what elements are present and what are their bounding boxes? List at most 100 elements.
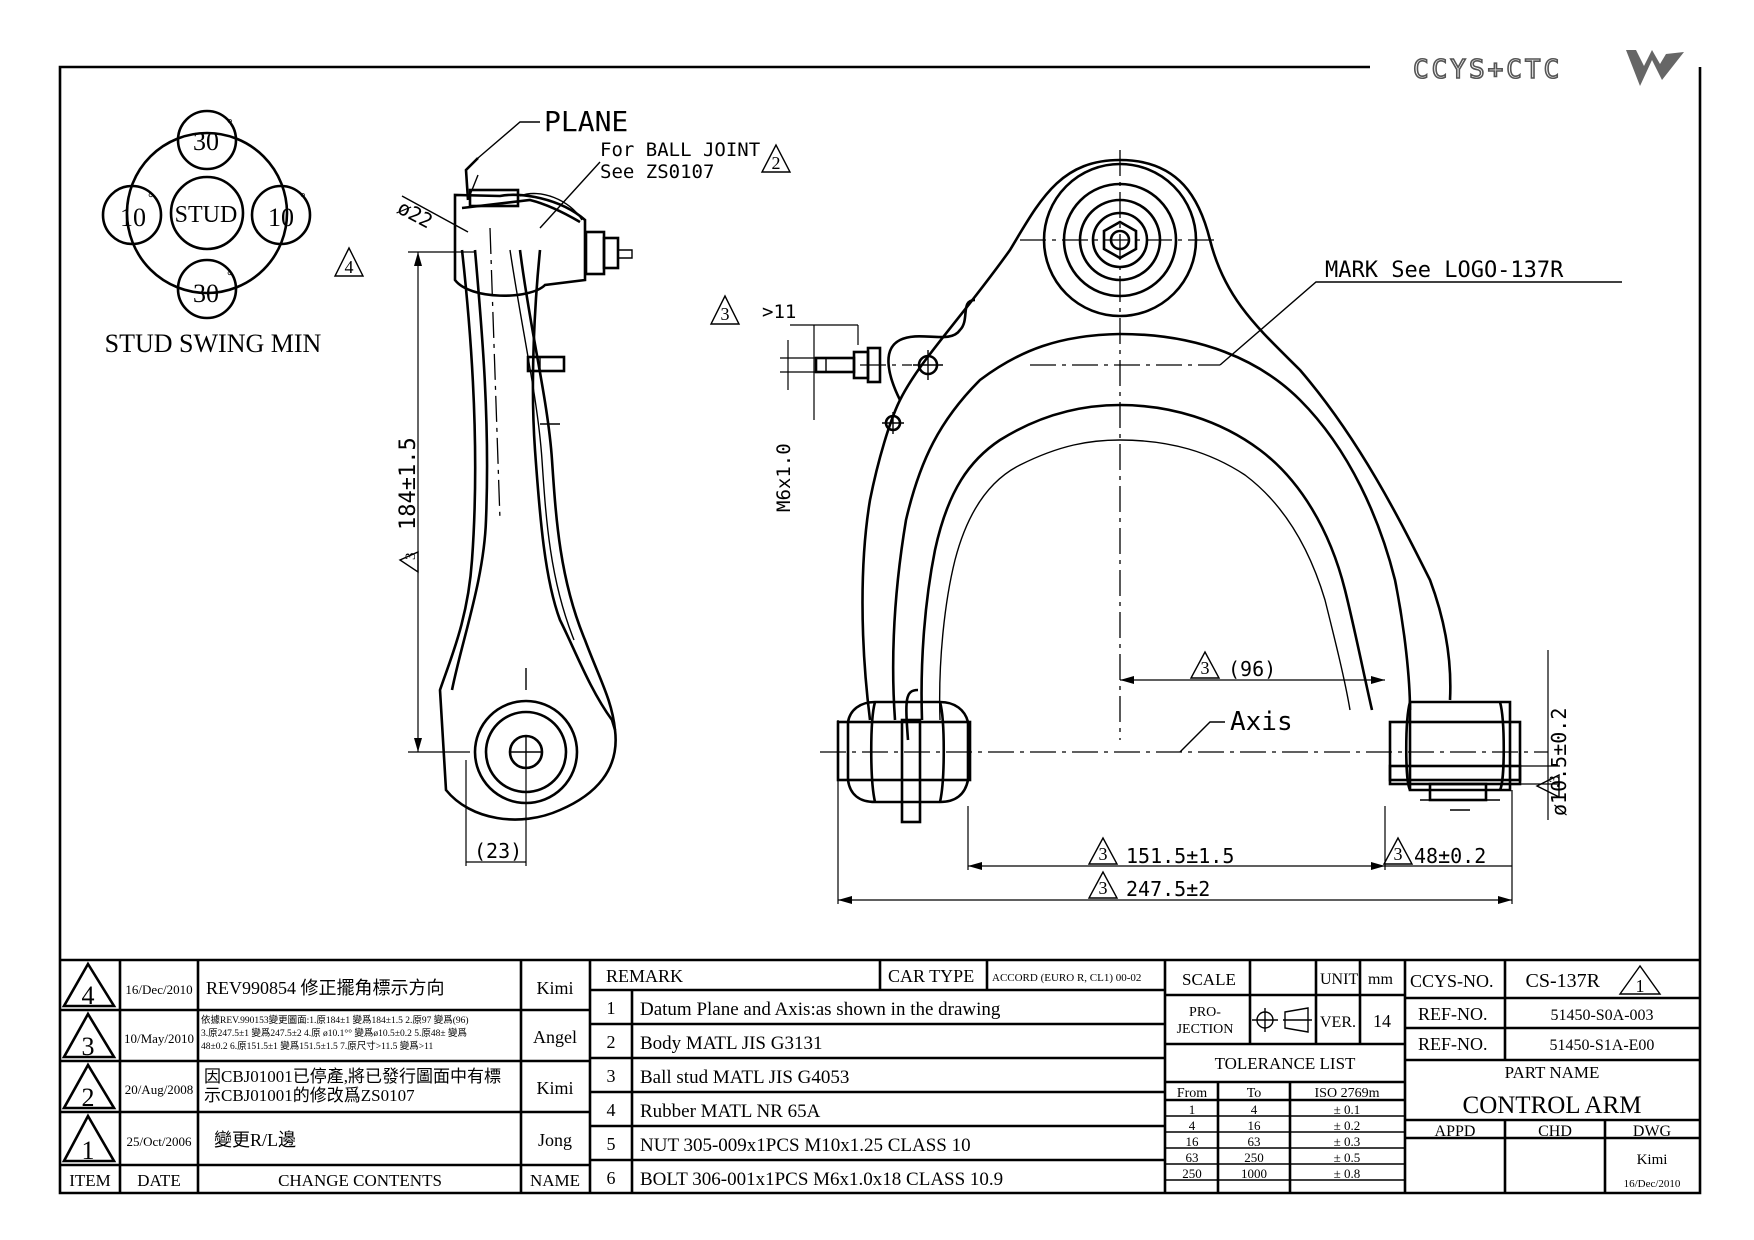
stud-swing-caption: STUD SWING MIN xyxy=(105,329,322,358)
swing-left-degree: ° xyxy=(148,191,154,206)
rev3-name: Angel xyxy=(533,1027,577,1047)
remark-6-num: 6 xyxy=(607,1168,616,1188)
ccys-no-value: CS-137R xyxy=(1526,970,1601,992)
ball-joint-note-line1: For BALL JOINT xyxy=(600,139,760,161)
remark-title: REMARK xyxy=(606,966,683,986)
rev-item-1: 1 xyxy=(82,1136,95,1165)
projection-label-1: PRO- xyxy=(1189,1005,1221,1020)
tol-r4-from: 63 xyxy=(1186,1150,1199,1165)
ref1-value: 51450-S0A-003 xyxy=(1550,1007,1653,1024)
appd-label: APPD xyxy=(1435,1123,1476,1140)
tol-r5-val: ± 0.8 xyxy=(1334,1166,1361,1181)
tol-r1-from: 1 xyxy=(1189,1102,1196,1117)
dim151-label: 151.5±1.5 xyxy=(1126,844,1234,868)
remark-5-num: 5 xyxy=(607,1134,616,1154)
rev-item-4: 4 xyxy=(82,981,95,1010)
ver-value: 14 xyxy=(1373,1011,1391,1031)
tol-r2-from: 4 xyxy=(1189,1118,1196,1133)
swing-top-value: 30 xyxy=(193,127,219,156)
part-name-value: CONTROL ARM xyxy=(1463,1092,1642,1119)
ball-joint-note-line2: See ZS0107 xyxy=(600,161,714,183)
unit-value: mm xyxy=(1368,971,1393,988)
rev4-content: REV990854 修正擺角標示方向 xyxy=(206,978,445,998)
dim96-label: (96) xyxy=(1228,657,1276,681)
tol-r4-to: 250 xyxy=(1244,1150,1264,1165)
tol-head-from: From xyxy=(1177,1086,1207,1101)
tol-r3-val: ± 0.3 xyxy=(1334,1134,1361,1149)
rev4-name: Kimi xyxy=(536,978,573,998)
car-type-value: ACCORD (EURO R, CL1) 00-02 xyxy=(992,972,1141,984)
remark-1-num: 1 xyxy=(607,998,616,1018)
remark-3-text: Ball stud MATL JIS G4053 xyxy=(640,1067,849,1088)
swing-center-label: STUD xyxy=(175,202,238,228)
rev-triangle-3-247: 3 xyxy=(1099,878,1108,898)
tol-head-iso: ISO 2769m xyxy=(1315,1086,1380,1101)
sheet-border xyxy=(58,65,1702,1195)
rev-triangle-3-bolt: 3 xyxy=(721,304,730,324)
tolerance-list-title: TOLERANCE LIST xyxy=(1215,1054,1356,1073)
projection-label-2: JECTION xyxy=(1177,1022,1234,1037)
ref1-label: REF-NO. xyxy=(1418,1004,1488,1024)
tol-r1-to: 4 xyxy=(1251,1102,1258,1117)
bolt-size-label: M6x1.0 xyxy=(773,443,795,512)
part-name-label: PART NAME xyxy=(1505,1063,1600,1082)
tol-r1-val: ± 0.1 xyxy=(1334,1102,1361,1117)
chd-label: CHD xyxy=(1538,1123,1572,1140)
remark-table: REMARK CAR TYPE ACCORD (EURO R, CL1) 00-… xyxy=(606,966,1141,1190)
ccys-no-label: CCYS-NO. xyxy=(1410,971,1494,991)
rev2-date: 20/Aug/2008 xyxy=(125,1082,194,1097)
dim247-label: 247.5±2 xyxy=(1126,877,1210,901)
rev3-date: 10/May/2010 xyxy=(124,1031,194,1046)
tol-r2-val: ± 0.2 xyxy=(1334,1118,1361,1133)
unit-label: UNIT xyxy=(1320,971,1358,988)
company-logo: CCYS+CTC xyxy=(1412,50,1684,86)
title-block-grid xyxy=(60,958,1700,1193)
swing-left-value: 10 xyxy=(120,203,146,232)
bolt-detail: >11 3 M6x1.0 xyxy=(709,294,912,512)
rev-triangle-4-label: 4 xyxy=(345,257,354,277)
dwg-date: 16/Dec/2010 xyxy=(1624,1178,1681,1190)
height-dim-label: 184±1.5 xyxy=(396,437,421,530)
tol-r3-to: 63 xyxy=(1248,1134,1261,1149)
swing-bottom-value: 30 xyxy=(193,279,219,308)
ref2-label: REF-NO. xyxy=(1418,1034,1488,1054)
swing-right-value: 10 xyxy=(268,203,294,232)
remark-5-text: NUT 305-009x1PCS M10x1.25 CLASS 10 xyxy=(640,1135,971,1156)
tol-r2-to: 16 xyxy=(1248,1118,1262,1133)
tol-head-to: To xyxy=(1247,1086,1262,1101)
swing-right-degree: ° xyxy=(300,191,306,206)
dwg-label: DWG xyxy=(1633,1123,1672,1140)
rev2-content-line2: 示CBJ01001的修改爲ZS0107 xyxy=(204,1086,415,1105)
tol-r5-to: 1000 xyxy=(1241,1166,1267,1181)
rev3-content-line2: 3.原247.5±1 變爲247.5±2 4.原 ø10.1°° 變爲ø10.5… xyxy=(201,1027,467,1039)
stud-swing-diagram: 30 ° 10 ° 10 ° STUD 30 ° STUD SWING MIN xyxy=(101,109,322,358)
dim48-label: 48±0.2 xyxy=(1414,844,1486,868)
logo-mark-icon xyxy=(1626,50,1684,86)
tol-r4-val: ± 0.5 xyxy=(1334,1150,1361,1165)
tolerance-row-lines xyxy=(1165,1115,1405,1181)
car-type-label: CAR TYPE xyxy=(888,966,974,986)
rev-triangle-3-151: 3 xyxy=(1099,844,1108,864)
ccys-rev-mark: 1 xyxy=(1636,976,1645,996)
dia22-label: ø22 xyxy=(394,195,437,233)
plane-label: PLANE xyxy=(544,105,628,138)
swing-bottom-degree: ° xyxy=(227,269,233,284)
rev-triangle-4: 4 xyxy=(333,246,365,277)
remark-2-num: 2 xyxy=(607,1032,616,1052)
rev-item-2: 2 xyxy=(82,1083,95,1112)
rev3-content-line3: 48±0.2 6.原151.5±1 變爲151.5±1.5 7.原尺寸>11.5… xyxy=(201,1040,434,1052)
rev1-name: Jong xyxy=(538,1130,572,1150)
remark-2-text: Body MATL JIS G3131 xyxy=(640,1033,822,1054)
ref2-value: 51450-S1A-E00 xyxy=(1550,1037,1655,1054)
front-view: >11 3 M6x1.0 MARK See LOGO-137R Axis xyxy=(709,150,1622,904)
remark-3-num: 3 xyxy=(607,1066,616,1086)
rev-header-contents: CHANGE CONTENTS xyxy=(278,1171,442,1190)
dwg-by: Kimi xyxy=(1637,1152,1668,1168)
gt11-label: >11 xyxy=(762,301,796,323)
rev-header-date: DATE xyxy=(137,1171,180,1190)
dia105-label: ø10.5±0.2 xyxy=(1547,708,1571,816)
remark-1-text: Datum Plane and Axis:as shown in the dra… xyxy=(640,999,1001,1020)
rev-header-item: ITEM xyxy=(69,1171,111,1190)
